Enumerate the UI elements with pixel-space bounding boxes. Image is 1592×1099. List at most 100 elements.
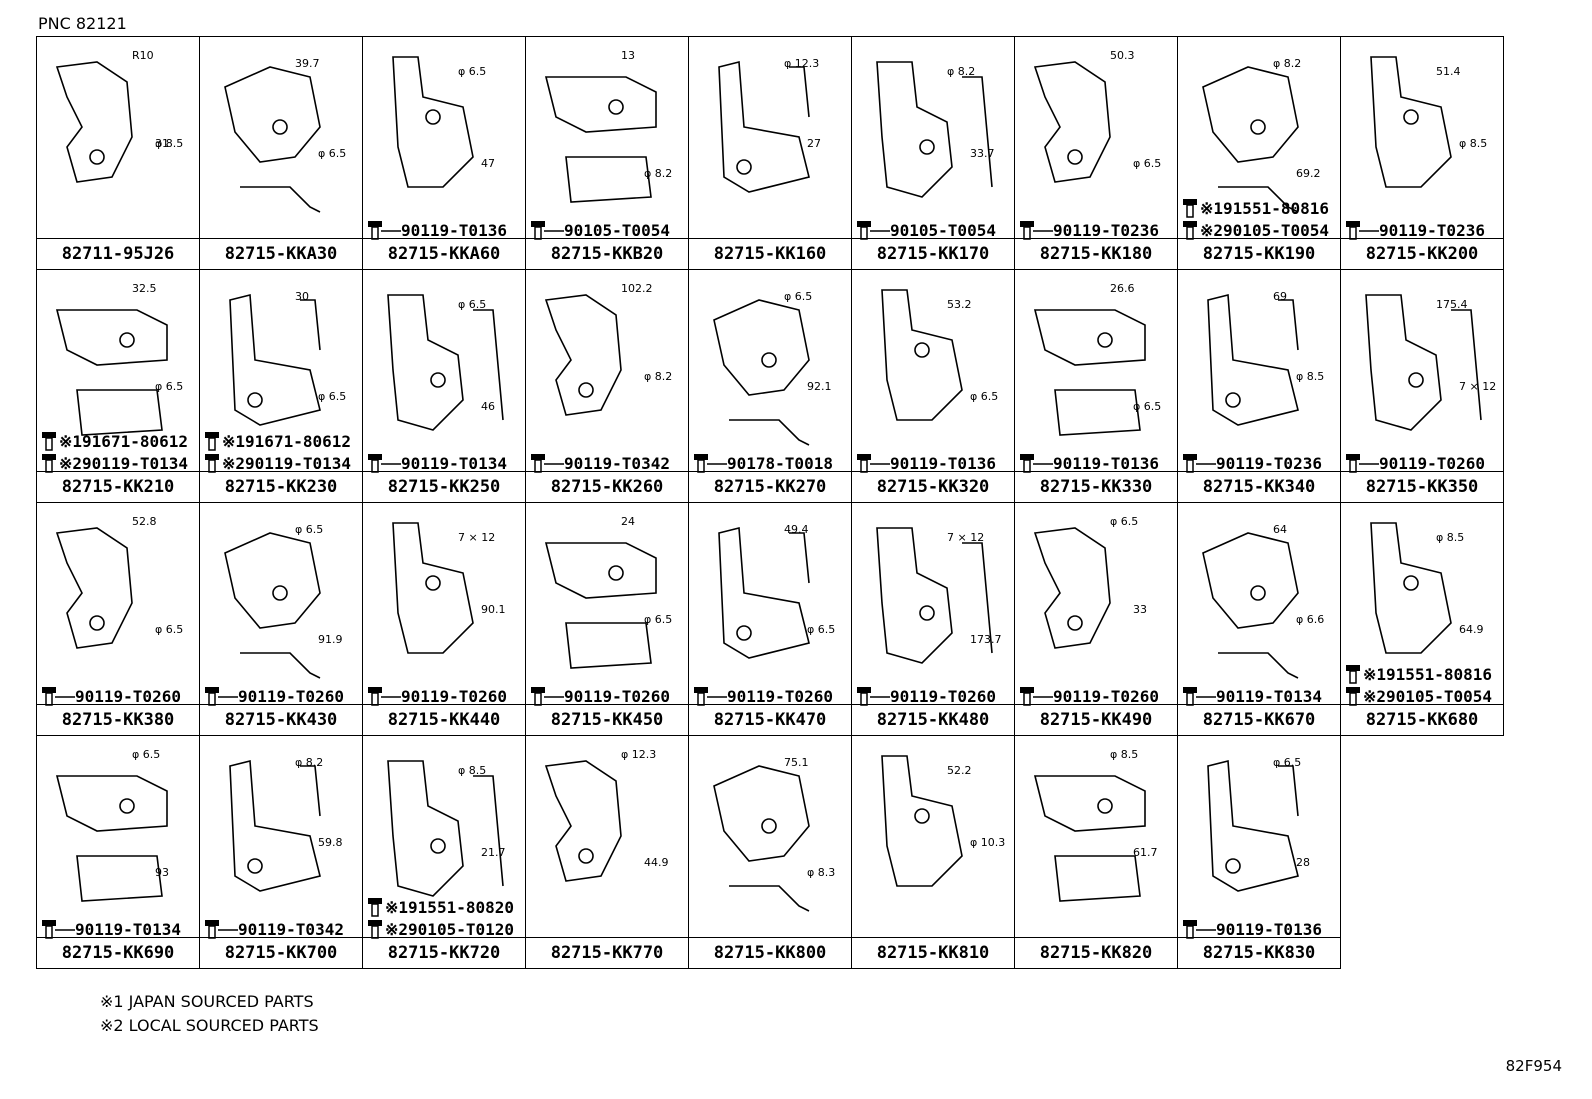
bracket-drawing (1033, 61, 1111, 183)
part-illustration: φ 6.528 (1207, 756, 1310, 892)
dimension-label: 46 (481, 400, 495, 413)
dimension-label: φ 6.5 (644, 613, 672, 626)
bracket-drawing (392, 56, 474, 188)
bolt-icon (1020, 221, 1034, 240)
mounting-hole (1225, 392, 1241, 408)
mounting-hole (89, 615, 105, 631)
bracket-drawing (544, 76, 657, 203)
dimension-label: 30 (295, 290, 309, 303)
dimension-label: 27 (807, 137, 821, 150)
bracket-drawing (1207, 759, 1299, 892)
bolt-icon (1183, 687, 1197, 706)
dimension-label: φ 6.5 (155, 623, 183, 636)
bolt-part-number: 90119-T0260 (564, 687, 670, 706)
mounting-hole (247, 858, 263, 874)
part-illustration: 69φ 8.5 (1207, 290, 1324, 426)
dimension-label: φ 6.5 (295, 523, 323, 536)
dimension-label: φ 6.5 (155, 380, 183, 393)
bracket-drawing (1207, 293, 1299, 426)
part-illustration: φ 12.344.9 (544, 748, 669, 882)
dimension-label: 59.8 (318, 836, 343, 849)
dimension-label: φ 6.5 (970, 390, 998, 403)
bolt-part-number: 90119-T0136 (1216, 920, 1322, 939)
bracket-drawing (55, 775, 168, 902)
part-number: 82715-KK470 (689, 704, 851, 735)
part-number: 82715-KK180 (1015, 238, 1177, 269)
dimension-label: 44.9 (644, 856, 669, 869)
bolt-part-number: 90119-T0342 (238, 920, 344, 939)
mounting-hole (736, 625, 752, 641)
bolt-part-number: 90119-T0136 (890, 454, 996, 473)
bracket-drawing (881, 755, 963, 887)
part-illustration: 32.5φ 6.5 (55, 282, 183, 436)
dimension-label: φ 8.3 (807, 866, 835, 879)
bolt-icon (1346, 665, 1360, 684)
bolt-part-number: ※290105-T0120 (385, 920, 514, 939)
dimension-label: φ 6.5 (458, 65, 486, 78)
bolt-part-number: 90119-T0260 (401, 687, 507, 706)
part-illustration: φ 6.592.1 (713, 290, 832, 446)
mounting-hole (608, 99, 624, 115)
part-illustration: 52.8φ 6.5 (55, 515, 183, 649)
part-number: 82715-KK260 (526, 471, 688, 502)
bolt-part-number: 90119-T0260 (1379, 454, 1485, 473)
part-number: 82715-KK820 (1015, 937, 1177, 968)
part-number: 82715-KK480 (852, 704, 1014, 735)
bolt-part-number: 90119-T0136 (1053, 454, 1159, 473)
dimension-label: 93 (155, 866, 169, 879)
part-number: 82715-KK200 (1341, 238, 1503, 269)
mounting-hole (425, 575, 441, 591)
bracket-drawing (55, 309, 168, 436)
dimension-label: 31 (155, 137, 169, 150)
bolt-icon (1346, 454, 1360, 473)
dimension-label: 49.4 (784, 523, 809, 536)
mounting-hole (919, 605, 935, 621)
part-illustration: φ 6.5 33 (1033, 515, 1147, 649)
dimension-label: 53.2 (947, 298, 972, 311)
dimension-label: 64 (1273, 523, 1287, 536)
part-illustration: φ 12.3 27 (718, 57, 821, 193)
part-number: 82715-KK830 (1178, 937, 1340, 968)
mounting-hole (736, 159, 752, 175)
part-illustration: φ 6.547 (392, 56, 495, 188)
dimension-label: φ 6.5 (1110, 515, 1138, 528)
mounting-hole (1097, 798, 1113, 814)
bracket-drawing (1033, 309, 1146, 436)
bolt-part-number: 90119-T0236 (1216, 454, 1322, 473)
dimension-label: 21.7 (481, 846, 506, 859)
bolt-icon (531, 687, 545, 706)
bolt-part-number: ※191671-80612 (59, 432, 188, 451)
bolt-icon (1020, 454, 1034, 473)
part-illustration: φ 8.561.7 (1033, 748, 1158, 902)
part-illustration: 75.1φ 8.3 (713, 756, 835, 912)
bolt-icon (1020, 687, 1034, 706)
bracket-drawing (229, 293, 321, 426)
part-number: 82715-KK350 (1341, 471, 1503, 502)
mounting-hole (1403, 575, 1419, 591)
part-number: 82715-KK230 (200, 471, 362, 502)
part-number: 82715-KK380 (37, 704, 199, 735)
bracket-drawing (544, 542, 657, 669)
dimension-label: φ 8.2 (644, 370, 672, 383)
bracket-drawing (1370, 522, 1452, 654)
pnc-label: PNC 82121 (38, 14, 127, 33)
dimension-label: 33 (1133, 603, 1147, 616)
dimension-label: φ 12.3 (784, 57, 819, 70)
bolt-icon (368, 920, 382, 939)
bracket-drawing (876, 61, 993, 198)
bolt-part-number: 90119-T0260 (75, 687, 181, 706)
